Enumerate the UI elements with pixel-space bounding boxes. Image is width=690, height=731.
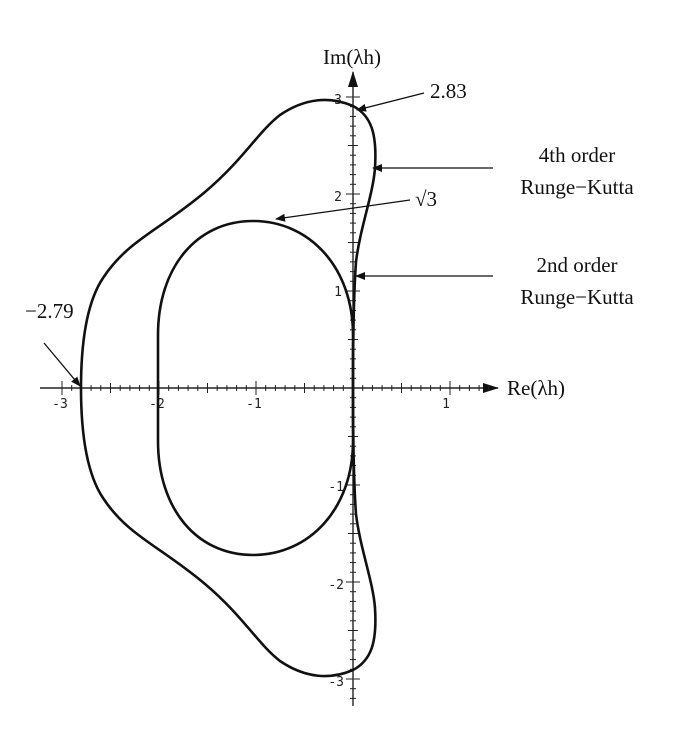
y-tick-label-1: 1	[334, 285, 342, 300]
x-axis-title: Re(λh)	[507, 376, 565, 400]
y-tick-label-neg2: -2	[328, 578, 344, 593]
x-tick-label-1: 1	[442, 397, 450, 412]
label-rk4-real-value: −2.79	[25, 299, 74, 323]
label-rk4-imag-value: 2.83	[430, 79, 467, 103]
label-rk4-line2: Runge−Kutta	[520, 175, 634, 199]
label-rk2-line1: 2nd order	[536, 253, 617, 277]
x-tick-label-neg3: -3	[52, 397, 68, 412]
rk4-stability-curve	[79, 98, 377, 678]
y-tick-label-neg1: -1	[328, 480, 344, 495]
y-tick-label-2: 2	[334, 190, 342, 205]
label-rk2-imag-value: √3	[415, 187, 437, 211]
arrow-rk2-imag	[275, 199, 411, 222]
x-tick-label-neg1: -1	[246, 397, 262, 412]
label-rk4-line1: 4th order	[539, 143, 615, 167]
y-tick-label-neg3: -3	[328, 675, 344, 690]
label-rk2-line2: Runge−Kutta	[520, 285, 634, 309]
arrow-rk4-real	[43, 342, 81, 387]
rk2-stability-curve	[156, 219, 355, 557]
y-axis-title: Im(λh)	[323, 45, 381, 69]
arrow-rk4-imag	[356, 92, 425, 112]
